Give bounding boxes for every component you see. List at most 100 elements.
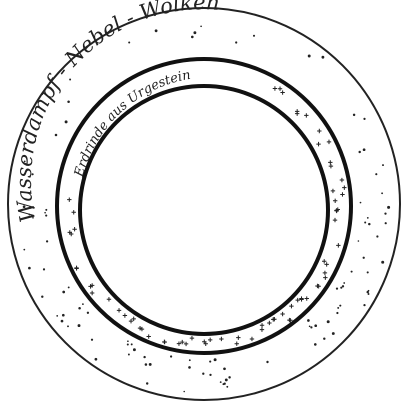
vapor-dot xyxy=(381,261,384,264)
vapor-dot xyxy=(223,367,226,370)
vapor-dot xyxy=(41,296,43,298)
crust-cross xyxy=(260,327,264,331)
vapor-dot xyxy=(343,282,345,284)
vapor-dot xyxy=(364,221,366,223)
crust-label-path: Erdrinde aus Urgestein xyxy=(72,68,192,180)
vapor-dot xyxy=(225,378,228,381)
vapor-dot xyxy=(65,120,68,123)
crust-cross xyxy=(190,336,194,340)
vapor-dot xyxy=(191,36,194,39)
vapor-dot xyxy=(220,381,222,383)
vapor-dot xyxy=(332,332,335,335)
crust-cross xyxy=(331,189,335,193)
vapor-dot xyxy=(360,202,362,204)
vapor-dot xyxy=(128,354,130,356)
vapor-dot xyxy=(61,320,64,323)
vapor-dot xyxy=(363,148,366,151)
crust-cross xyxy=(342,185,346,189)
vapor-dot xyxy=(214,358,217,361)
crust-label: Erdrinde aus Urgestein xyxy=(72,68,192,180)
crust-cross xyxy=(250,337,254,341)
vapor-dot xyxy=(193,31,196,34)
vapor-dot xyxy=(376,235,378,237)
crust-cross xyxy=(90,291,94,295)
vapor-dot xyxy=(375,173,377,175)
crust-cross xyxy=(74,266,78,270)
crust-cross xyxy=(333,218,337,222)
crust-cross xyxy=(280,312,284,316)
crust-cross xyxy=(328,160,332,164)
vapor-dot xyxy=(358,151,360,153)
vapor-dot xyxy=(127,343,129,345)
vapor-dot xyxy=(322,56,325,59)
crust-cross xyxy=(317,129,321,133)
crust-cross xyxy=(329,164,333,168)
vapor-dot xyxy=(387,206,390,209)
vapor-dot xyxy=(170,355,172,357)
vapor-dot xyxy=(228,376,230,378)
vapor-dot xyxy=(368,223,370,225)
crust-cross xyxy=(336,243,340,247)
crust-cross xyxy=(323,271,327,275)
vapor-dot xyxy=(367,271,369,273)
crust-cross xyxy=(72,210,76,214)
vapor-dot xyxy=(327,320,330,323)
crust-cross xyxy=(162,340,166,344)
vapor-dot xyxy=(314,343,317,346)
vapor-dot xyxy=(149,363,152,366)
vapor-dot xyxy=(45,209,47,211)
crust-cross xyxy=(323,275,327,279)
crust-cross xyxy=(219,337,223,341)
vapor-dot xyxy=(358,240,360,242)
crust-cross xyxy=(208,338,212,342)
crust-cross xyxy=(236,335,240,339)
vapor-dot xyxy=(146,382,148,384)
crust-cross xyxy=(184,342,188,346)
vapor-dot xyxy=(339,305,341,307)
vapor-dot xyxy=(384,212,386,214)
vapor-dot xyxy=(78,324,81,327)
crust-cross xyxy=(107,297,111,301)
vapor-dot xyxy=(78,307,81,310)
vapor-dot xyxy=(363,118,365,120)
vapor-dot xyxy=(342,285,344,287)
crust-cross xyxy=(295,111,299,115)
vapor-dot xyxy=(353,114,355,116)
vapor-dot xyxy=(189,359,191,361)
vapor-dot xyxy=(209,374,211,376)
vapor-dot xyxy=(363,304,365,306)
vapor-dot xyxy=(62,314,65,317)
crust-cross xyxy=(327,140,331,144)
vapor-dot xyxy=(226,386,228,388)
vapor-dot xyxy=(183,391,185,393)
crust-cross xyxy=(129,319,133,323)
crust-cross xyxy=(67,197,71,201)
vapor-dot xyxy=(266,361,268,363)
vapor-dot xyxy=(128,41,130,43)
vapor-dot xyxy=(368,290,370,292)
vapor-dot xyxy=(307,319,310,322)
vapor-dot xyxy=(95,358,98,361)
vapor-dot xyxy=(68,286,70,288)
crust-cross xyxy=(340,178,344,182)
crust-cross xyxy=(72,227,76,231)
vapor-dot xyxy=(308,55,311,58)
vapor-dot xyxy=(45,215,47,217)
crust-outer-circle xyxy=(57,59,351,353)
crust-cross xyxy=(296,298,300,302)
vapor-dot xyxy=(56,315,58,317)
crust-cross xyxy=(299,297,303,301)
crust-cross xyxy=(123,313,127,317)
vapor-dot xyxy=(363,257,365,259)
vapor-dot xyxy=(224,383,226,385)
vapor-dot xyxy=(367,217,369,219)
vapor-dot xyxy=(385,222,387,224)
vapor-dot xyxy=(323,337,325,339)
vapor-dot xyxy=(62,291,65,294)
vapor-dot xyxy=(133,348,136,351)
vapor-dot xyxy=(131,343,133,345)
crust-cross xyxy=(146,334,150,338)
vapor-dot xyxy=(145,363,148,366)
vapor-dot xyxy=(314,324,317,327)
